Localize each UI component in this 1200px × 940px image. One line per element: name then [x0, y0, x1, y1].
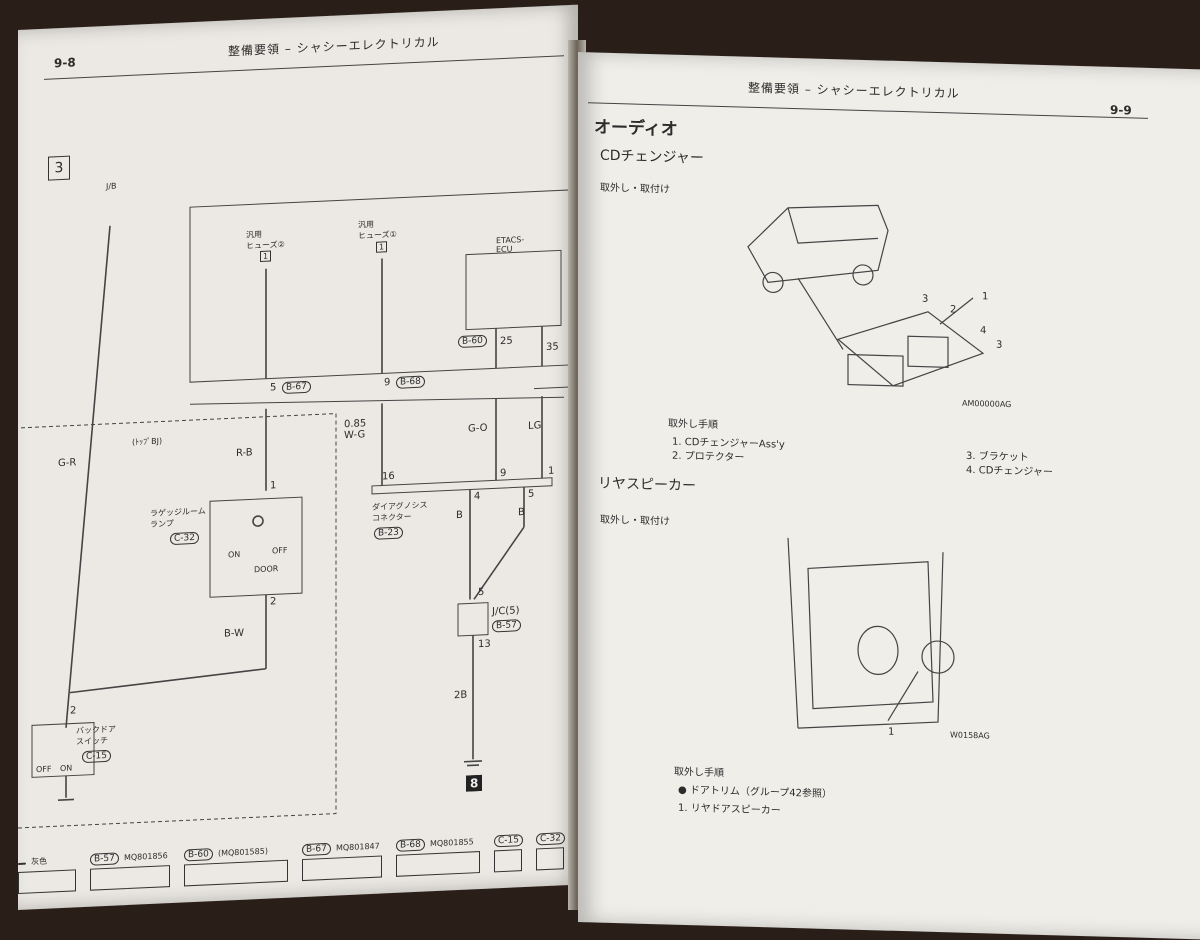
- diag-label: ダイアグノシス コネクター: [372, 500, 428, 523]
- cd-step-2: 2. プロテクター: [672, 450, 745, 464]
- diag-pin-4: 4: [474, 491, 481, 503]
- cd-step-4: 4. CDチェンジャー: [966, 464, 1053, 479]
- wire-b-2: B: [518, 506, 525, 519]
- wire-2b: 2B: [454, 689, 468, 702]
- backdoor-on: ON: [60, 763, 73, 774]
- speaker-step-2: 1. リヤドアスピーカー: [678, 802, 781, 817]
- speaker-steps-title: 取外し手順: [674, 766, 724, 780]
- etacs-label: ETACS- ECU: [496, 235, 525, 255]
- subsection-title-speaker: リヤスピーカー: [598, 475, 696, 495]
- section-title: オーディオ: [594, 117, 678, 140]
- b67-pin: 5: [270, 382, 277, 394]
- diag-pin-9: 9: [500, 467, 507, 480]
- wiring-diagram: [18, 189, 578, 829]
- diag-tag: B-23: [374, 526, 403, 540]
- cd-callout-1: 1: [982, 291, 989, 303]
- connector-item: B-60 (MQ801585): [184, 838, 288, 887]
- cd-caption: 取外し・取付け: [600, 182, 670, 196]
- cd-callout-3a: 3: [922, 293, 929, 305]
- lamp-tag: C-32: [170, 531, 199, 546]
- rear-speaker-illustration: [787, 537, 955, 729]
- jc-pin-5: 5: [478, 586, 485, 599]
- dashed-group-title: (ﾄｯﾌﾟBJ): [132, 436, 163, 447]
- right-page: 整備要領 – シャシーエレクトリカル 9-9 オーディオ CDチェンジャー 取外…: [578, 52, 1200, 940]
- lamp-pin-1: 1: [270, 480, 277, 492]
- cd-callout-4: 4: [980, 325, 987, 337]
- diag-pin-5: 5: [528, 488, 535, 500]
- lamp-pin-2: 2: [270, 596, 277, 608]
- jb-label: J/B: [106, 181, 117, 192]
- jc-pin-13: 13: [478, 638, 491, 651]
- wire-go: G-O: [468, 422, 488, 435]
- cd-callout-3b: 3: [996, 339, 1003, 351]
- right-page-number: 9-9: [1110, 102, 1132, 118]
- connector-item: B-57 MQ801856: [90, 843, 170, 891]
- b68-tag: B-68: [396, 375, 425, 389]
- right-page-header: 整備要領 – シャシーエレクトリカル: [748, 80, 960, 101]
- diag-pin-16: 16: [382, 470, 395, 483]
- speaker-step-1: ● ドアトリム（グループ42参照）: [678, 784, 833, 801]
- b60-pin-25: 25: [500, 335, 513, 348]
- connector-item: 灰色: [18, 847, 76, 894]
- b67-tag: B-67: [282, 380, 311, 395]
- backdoor-off: OFF: [36, 764, 52, 775]
- jc-label: J/C(5): [492, 605, 520, 618]
- fuse2-number: 1: [260, 250, 272, 263]
- fuse1-label: 汎用 ヒューズ①: [358, 219, 397, 241]
- connector-item: C-32: [536, 825, 565, 871]
- cd-callout-2: 2: [950, 304, 957, 316]
- cd-figure-code: AM00000AG: [962, 398, 1012, 410]
- speaker-caption: 取外し・取付け: [600, 514, 670, 528]
- lamp-off: OFF: [272, 545, 288, 556]
- lamp-on: ON: [228, 549, 241, 560]
- connector-item: C-15: [494, 827, 523, 873]
- cd-changer-illustration: [747, 204, 985, 387]
- backdoor-label: バックドア スイッチ: [76, 724, 116, 747]
- wire-bw: B-W: [224, 627, 244, 640]
- b60-tag: B-60: [458, 334, 487, 349]
- connector-item: B-67 MQ801847: [302, 833, 382, 882]
- lamp-door: DOOR: [254, 564, 279, 575]
- wire-b-1: B: [456, 509, 463, 522]
- wire-lg: LG: [528, 420, 542, 432]
- wire-rb: R-B: [236, 447, 253, 460]
- b68-pin: 9: [384, 377, 391, 389]
- subsection-title-cd: CDチェンジャー: [600, 147, 704, 167]
- fuse2-label: 汎用 ヒューズ②: [246, 229, 285, 251]
- backdoor-tag: C-15: [82, 749, 111, 764]
- speaker-callout-1: 1: [888, 726, 895, 738]
- jc-tag: B-57: [492, 619, 521, 633]
- left-page: 9-8 整備要領 – シャシーエレクトリカル 3: [18, 4, 578, 910]
- lamp-label: ラゲッジルーム ランプ: [150, 506, 206, 530]
- wire-gr: G-R: [58, 457, 77, 470]
- open-manual: 9-8 整備要領 – シャシーエレクトリカル 3: [18, 4, 1200, 940]
- wire-085-wg: 0.85 W-G: [344, 418, 367, 442]
- connector-item: B-68 MQ801855: [396, 829, 480, 877]
- backdoor-pin: 2: [70, 705, 77, 717]
- fuse1-number: 1: [376, 241, 388, 253]
- diag-pin-1: 1: [548, 465, 555, 477]
- goto-figure-8: 8: [466, 774, 483, 792]
- cd-steps-title: 取外し手順: [668, 418, 718, 431]
- speaker-figure-code: W0158AG: [950, 730, 990, 741]
- b60-pin-35: 35: [546, 341, 559, 354]
